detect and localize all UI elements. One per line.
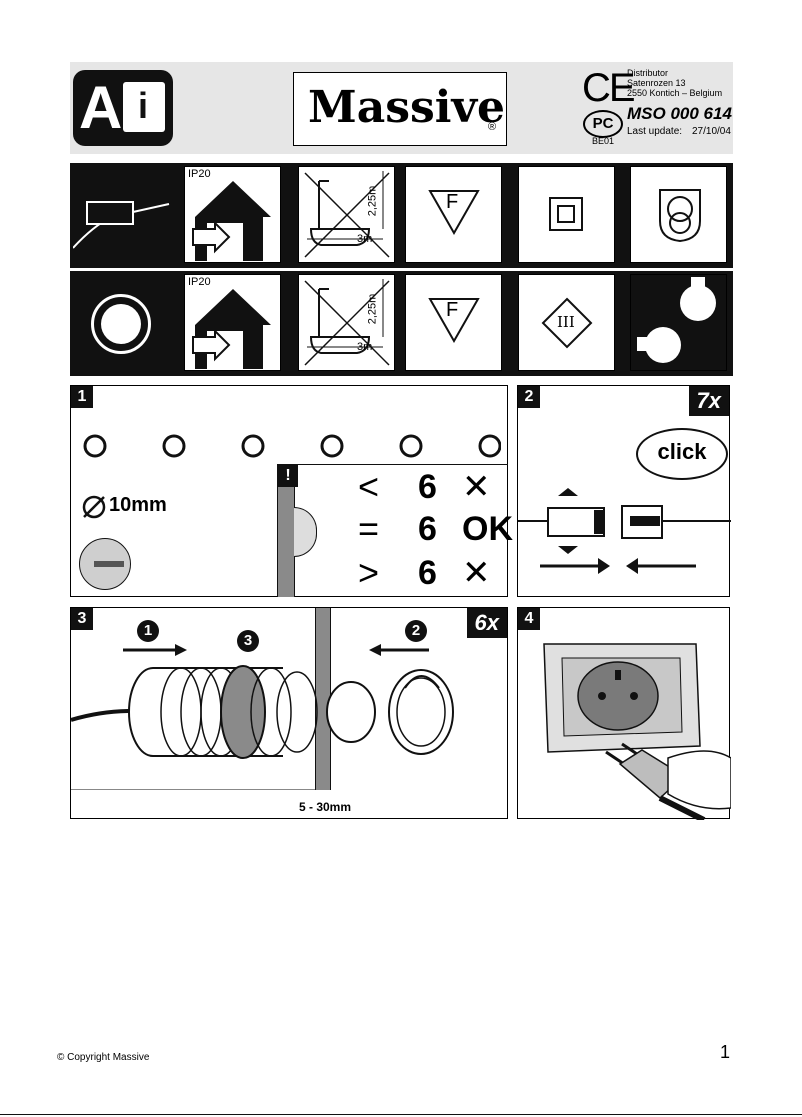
rule-verdict: ✕ — [462, 554, 491, 592]
f-mark-cell: F — [405, 274, 502, 371]
spring-clip-drawing — [71, 644, 454, 790]
downlight-icon — [73, 274, 178, 373]
f-triangle-icon — [428, 190, 480, 235]
f-mark-letter: F — [446, 191, 459, 213]
last-update-value: 27/10/04 — [692, 126, 731, 137]
rule-count: 6 — [418, 510, 437, 548]
rule-count: 6 — [418, 468, 437, 506]
registered-mark: ® — [488, 121, 497, 133]
class-ii-cell — [518, 166, 615, 263]
house-icon — [192, 289, 271, 369]
double-insulation-icon — [549, 197, 583, 231]
f-mark-letter: F — [446, 299, 459, 321]
rule-op: = — [358, 508, 380, 549]
gost-code: BE01 — [592, 136, 615, 146]
multiplier-badge: 6x — [466, 608, 507, 638]
hole-row — [83, 434, 501, 458]
ip20-indoor-cell: IP20 — [184, 166, 281, 263]
click-text: click — [657, 439, 707, 464]
multiplier-badge: 7x — [688, 386, 729, 416]
downlight-ring — [91, 294, 151, 354]
ip-label: IP20 — [188, 276, 211, 288]
hole-size: 10mm — [109, 494, 167, 516]
icon-row-1 — [70, 163, 733, 268]
thickness-range-label: 5 - 30mm — [299, 800, 352, 814]
flammable-surface-icon — [659, 189, 701, 243]
order-mark-1: 1 — [137, 620, 159, 642]
icon-row-2 — [70, 271, 733, 376]
f-triangle-icon — [428, 298, 480, 343]
product-code: MSO 000 614 — [627, 104, 732, 123]
gost-mark-icon: PC — [583, 110, 623, 138]
step-1-panel: 1 10mm ! < 6 ✕ = 6 OK > 6 ✕ — [70, 385, 513, 597]
flammable-surface-cell — [630, 166, 727, 263]
rule-op: > — [358, 552, 380, 593]
distributor-address: Distributor Satenrozen 13 2550 Kontich –… — [627, 68, 722, 98]
rule-count: 6 — [418, 554, 437, 592]
brand-logo: Massive ® — [293, 72, 507, 146]
bath-width-label: 3m — [357, 233, 373, 245]
badge-letter: A — [79, 74, 123, 141]
copyright: © Copyright Massive — [57, 1052, 150, 1063]
f-mark-cell: F — [405, 166, 502, 263]
rule-op: < — [358, 466, 380, 507]
socket-plug-drawing — [543, 643, 731, 820]
diameter-icon — [82, 495, 106, 519]
bottom-rule — [0, 1114, 802, 1115]
ip-label: IP20 — [188, 168, 211, 180]
bathroom-zone-cell: 2,25m 3m — [298, 166, 395, 263]
class-iii-diamond-icon — [541, 297, 593, 349]
page-number: 1 — [720, 1042, 731, 1062]
bath-width-label: 3m — [357, 341, 373, 353]
ce-mark-icon: CE — [582, 66, 636, 110]
order-mark-3: 3 — [237, 630, 259, 652]
step-3-panel: 3 6x 1 3 2 5 - 30mm — [70, 607, 508, 819]
rule-verdict: OK — [462, 510, 513, 548]
bath-icon — [304, 171, 390, 258]
step-number: 1 — [71, 386, 93, 408]
step-number: 2 — [518, 386, 540, 408]
last-update-label: Last update: — [627, 126, 683, 137]
house-icon — [192, 181, 271, 261]
assembly-info-badge: A i — [73, 70, 173, 146]
bath-icon — [304, 279, 390, 366]
distributor-line: Distributor — [627, 68, 669, 78]
ceiling-section — [278, 487, 295, 597]
brand-name: Massive — [308, 82, 506, 133]
manual-book-icon: i — [123, 82, 165, 132]
lamp-bulb-cell — [630, 274, 727, 371]
rule-verdict: ✕ — [462, 468, 491, 506]
step-2-panel: 2 7x click — [517, 385, 731, 597]
bath-height-label: 2,25m — [366, 293, 379, 325]
drill-icon — [79, 538, 131, 590]
bath-height-label: 2,25m — [366, 185, 379, 217]
ip20-indoor-cell: IP20 — [184, 274, 281, 371]
distributor-line: 2550 Kontich – Belgium — [627, 88, 723, 98]
transformer-icon — [72, 166, 178, 265]
step-4-panel: 4 — [517, 607, 731, 820]
order-mark-2: 2 — [405, 620, 427, 642]
transformer-drawing — [72, 201, 170, 249]
distributor-line: Satenrozen 13 — [627, 78, 686, 88]
badge-info-letter: i — [138, 85, 149, 126]
ceiling-limit-panel: ! < 6 ✕ = 6 OK > 6 ✕ — [277, 464, 513, 597]
fitting-dome — [294, 507, 317, 557]
click-bubble: click — [636, 428, 728, 480]
bulb-icon — [637, 277, 716, 363]
step-number: 3 — [71, 608, 93, 630]
warning-badge: ! — [278, 465, 298, 487]
class-iii-cell: III — [518, 274, 615, 371]
step-number: 4 — [518, 608, 540, 630]
connector-drawing — [518, 488, 731, 574]
gost-mark-text: PC — [592, 115, 614, 132]
class-iii-label: III — [557, 313, 575, 331]
bathroom-zone-cell: 2,25m 3m — [298, 274, 395, 371]
